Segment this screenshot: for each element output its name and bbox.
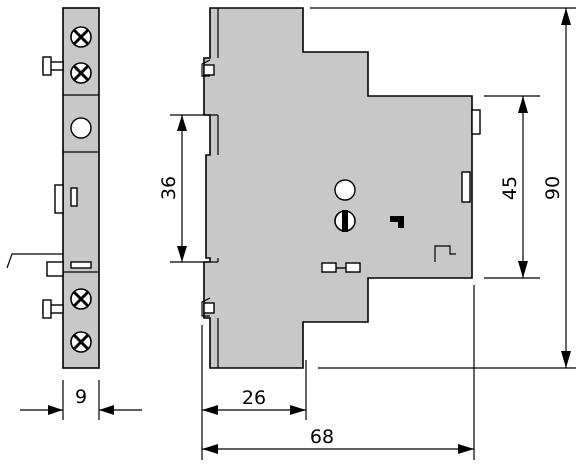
dim-label-front-width-total: 68 [310, 426, 334, 448]
screw-icon [70, 62, 92, 84]
indicator-circle [334, 179, 356, 201]
dim-total-height: 90 [310, 7, 576, 369]
side-lever [6, 253, 63, 269]
side-slot [70, 187, 78, 207]
side-latch [54, 184, 64, 214]
dim-label-front-width-small: 26 [242, 387, 266, 409]
front-tab [471, 109, 481, 135]
dim-window-height: 45 [484, 95, 540, 279]
adjust-screw-icon [334, 210, 356, 232]
dim-side-width: 9 [20, 380, 142, 420]
screw-icon [70, 331, 92, 353]
front-slot [461, 171, 471, 203]
dim-label-window-height: 45 [499, 176, 521, 200]
indicator-circle [70, 117, 92, 139]
dim-label-rail-height: 36 [158, 176, 180, 200]
dim-label-total-height: 90 [542, 176, 564, 200]
led-right [345, 262, 361, 273]
dim-front-width-small: 26 [201, 325, 307, 460]
side-view [6, 7, 100, 369]
dim-front-width-total: 68 [202, 285, 475, 460]
hook-mark [434, 245, 456, 262]
dim-label-side-width: 9 [75, 386, 87, 408]
led-left [321, 262, 337, 273]
contact-mark [390, 216, 402, 222]
front-view [201, 7, 481, 369]
screw-icon [70, 288, 92, 310]
screw-icon [70, 26, 92, 48]
dim-rail-height: 36 [158, 114, 204, 263]
side-body [62, 7, 100, 369]
